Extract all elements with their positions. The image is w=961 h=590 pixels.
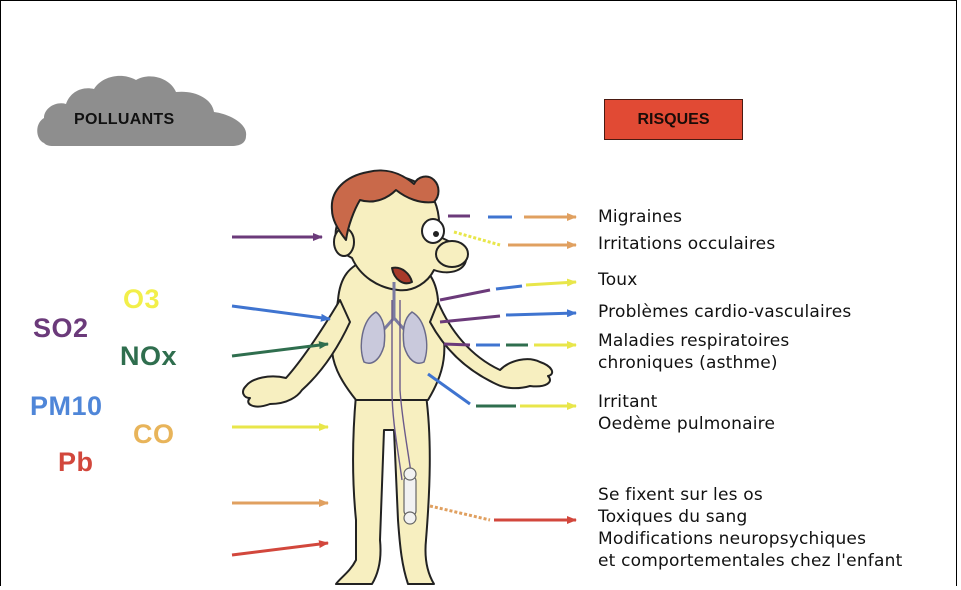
arrow-in-blue xyxy=(232,306,330,319)
pollutant-so2: SO2 xyxy=(33,313,89,344)
risk-eye-irritation: Irritations occulaires xyxy=(598,233,775,255)
pollutant-o3: O3 xyxy=(123,284,160,315)
arrow-in-red xyxy=(232,543,328,555)
risk-bones: Se fixent sur les os xyxy=(598,484,763,506)
risks-heading: RISQUES xyxy=(604,99,743,140)
risk-cardiovascular: Problèmes cardio-vasculaires xyxy=(598,301,851,323)
arrow-out-cardio xyxy=(440,313,576,322)
arrow-out-migraines xyxy=(448,216,576,217)
risk-respiratory-line2: chroniques (asthme) xyxy=(598,352,778,374)
risk-child-behaviour: et comportementales chez l'enfant xyxy=(598,550,902,572)
risk-pulmonary-edema: Oedème pulmonaire xyxy=(598,413,775,435)
pollutants-heading: POLLUANTS xyxy=(74,111,174,129)
arrow-out-respiratory xyxy=(444,344,576,345)
risk-respiratory-line1: Maladies respiratoires xyxy=(598,330,789,352)
arrow-out-irritations xyxy=(454,232,576,245)
risk-irritant: Irritant xyxy=(598,391,658,413)
arrow-out-toux xyxy=(440,282,576,300)
pollutant-nox: NOx xyxy=(120,341,177,372)
risk-migraines: Migraines xyxy=(598,206,682,228)
pollutant-pm10: PM10 xyxy=(30,391,103,422)
risk-cough: Toux xyxy=(598,269,638,291)
risk-blood: Toxiques du sang xyxy=(598,506,747,528)
leg-bones xyxy=(404,468,416,524)
risks-heading-label: RISQUES xyxy=(637,111,709,129)
arrow-out-bones-blood xyxy=(430,506,576,520)
risk-neuro: Modifications neuropsychiques xyxy=(598,528,866,550)
pollutant-pb: Pb xyxy=(58,447,94,478)
human-figure xyxy=(243,171,552,585)
pollutant-co: CO xyxy=(133,419,175,450)
